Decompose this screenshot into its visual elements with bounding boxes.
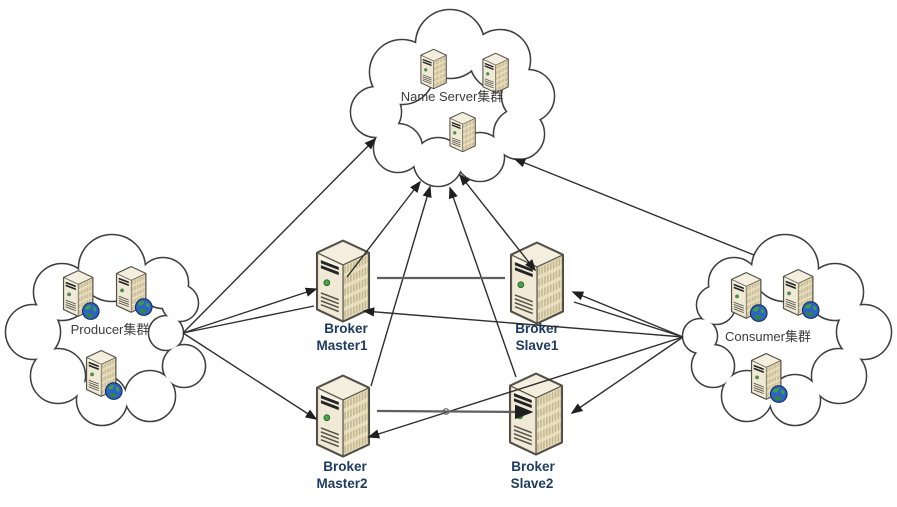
edge-consumer-to-slave1-alt (573, 301, 684, 338)
broker-slave1-server-tower-icon (509, 241, 565, 325)
broker-master1-server-tower-icon (315, 239, 371, 323)
servers-layer (62, 48, 820, 458)
edge-consumer-to-slave2 (570, 336, 684, 414)
server-tower-icon (420, 48, 447, 90)
broker-master2-server-tower-icon (315, 374, 371, 458)
consumer-cluster-label: Consumer集群 (725, 329, 811, 344)
globe-icon (749, 304, 768, 322)
edge-consumer-to-master2 (367, 336, 684, 439)
server-tower-icon (315, 374, 371, 458)
labels-layer: Name Server集群 Producer集群 Consumer集群 Brok… (71, 89, 811, 491)
edge-slave1-nameserver-sync (458, 173, 537, 272)
line-hop-circle (442, 408, 450, 415)
edge-master2-to-nameserver (370, 185, 432, 387)
producer-server-globe-icon (85, 350, 123, 400)
edges-layer (182, 137, 755, 439)
broker-master1-label-line1: Broker (324, 321, 368, 336)
broker-slave2-label-line1: Broker (511, 459, 555, 474)
server-tower-icon (509, 241, 565, 325)
edge-master2-to-slave2 (376, 404, 534, 420)
server-tower-icon (449, 111, 476, 153)
globe-icon (81, 302, 100, 320)
edge-slave2-to-nameserver (448, 186, 517, 378)
broker-master2-label-line1: Broker (323, 459, 367, 474)
server-tower-icon (482, 52, 509, 94)
server-tower-icon (315, 239, 371, 323)
globe-icon (104, 382, 123, 400)
broker-slave2-label-line2: Slave2 (511, 476, 554, 491)
globe-icon (134, 298, 153, 316)
broker-master2-label-line2: Master2 (316, 476, 367, 491)
server-tower-icon (508, 372, 564, 456)
decor-layer (442, 408, 450, 415)
globe-icon (769, 385, 788, 403)
name_server-server-tower-icon (420, 48, 447, 90)
edge-consumer-to-master1 (362, 307, 684, 338)
nameserver-cluster-label: Name Server集群 (401, 89, 504, 104)
edge-producer-to-master2 (182, 332, 318, 420)
name_server-server-tower-icon (449, 111, 476, 153)
broker-slave2-server-tower-icon (508, 372, 564, 456)
globe-icon (801, 301, 820, 319)
producer-cluster-label: Producer集群 (71, 322, 150, 337)
edge-producer-to-master1-alt (182, 305, 315, 334)
name_server-server-tower-icon (482, 52, 509, 94)
broker-slave1-label-line2: Slave1 (516, 338, 559, 353)
edge-consumer-to-slave1 (571, 291, 684, 338)
edge-master1-to-nameserver (346, 180, 422, 278)
edge-consumer-to-nameserver (513, 158, 755, 256)
edge-producer-to-master1 (182, 287, 318, 334)
broker-master1-label-line2: Master1 (316, 338, 368, 353)
edge-producer-to-nameserver (182, 137, 377, 334)
clouds-layer (4, 8, 893, 427)
